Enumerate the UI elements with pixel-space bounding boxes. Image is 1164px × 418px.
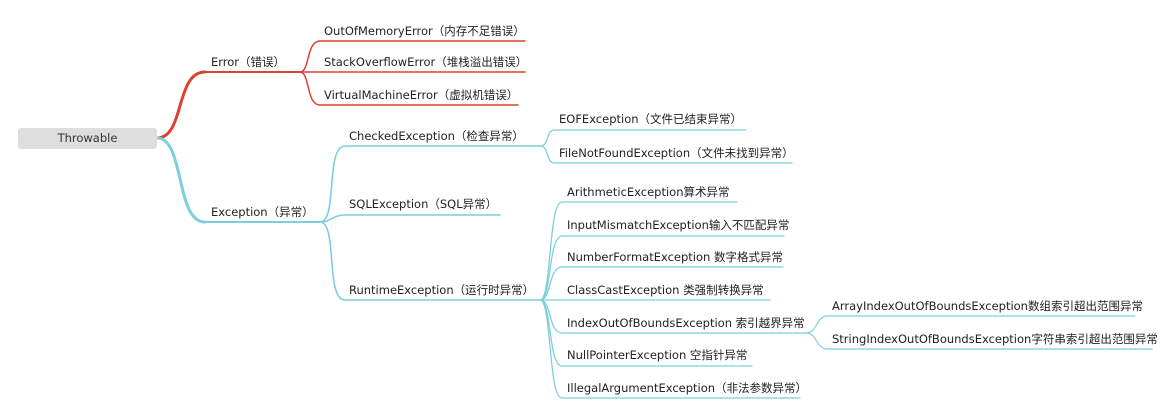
edge-root-error [155,70,207,140]
node-arithmetic-exception[interactable]: ArithmeticException算术异常 [567,185,730,199]
node-input-mismatch-exception[interactable]: InputMismatchException输入不匹配异常 [567,218,790,232]
edge-index-array [805,315,1136,334]
edge-exception-runtime [319,221,541,301]
root-node-throwable[interactable]: Throwable [18,128,157,149]
edge-runtime-number [539,266,784,301]
edge-index-string [805,332,1153,350]
node-illegal-argument-exception[interactable]: IllegalArgumentException（非法参数异常） [567,381,808,395]
node-exception[interactable]: Exception（异常） [211,205,314,219]
node-error[interactable]: Error（错误） [211,55,286,69]
node-sql-exception[interactable]: SQLException（SQL异常） [349,197,498,211]
edge-checked-fnf [539,145,793,164]
node-checked-exception[interactable]: CheckedException（检查异常） [349,129,524,143]
node-file-not-found-exception[interactable]: FileNotFoundException（文件未找到异常） [559,146,794,160]
node-null-pointer-exception[interactable]: NullPointerException 空指针异常 [567,348,748,362]
node-stack-overflow-error[interactable]: StackOverflowError（堆栈溢出错误） [324,55,528,69]
edge-checked-eof [539,129,747,147]
edge-runtime-input [539,235,785,301]
edge-root-exception [155,136,207,224]
node-virtual-machine-error[interactable]: VirtualMachineError（虚拟机错误） [324,88,519,102]
edge-exception-sql [319,214,501,223]
node-index-out-of-bounds-exception[interactable]: IndexOutOfBoundsException 索引越界异常 [567,316,805,330]
edge-error-oom [299,40,526,73]
edge-runtime-arith [539,201,738,301]
node-string-index-out-of-bounds-exception[interactable]: StringIndexOutOfBoundsException字符串索引超出范围… [832,332,1158,346]
edge-exception-checked [319,145,541,223]
edge-error-vm [299,71,519,106]
node-eof-exception[interactable]: EOFException（文件已结束异常） [559,112,743,126]
node-out-of-memory-error[interactable]: OutOfMemoryError（内存不足错误） [324,24,525,38]
node-number-format-exception[interactable]: NumberFormatException 数字格式异常 [567,250,783,264]
node-array-index-out-of-bounds-exception[interactable]: ArrayIndexOutOfBoundsException数组索引超出范围异常 [832,299,1143,313]
edge-runtime-illegal [539,299,801,399]
node-runtime-exception[interactable]: RuntimeException（运行时异常） [349,283,535,297]
node-class-cast-exception[interactable]: ClassCastException 类强制转换异常 [567,283,764,297]
